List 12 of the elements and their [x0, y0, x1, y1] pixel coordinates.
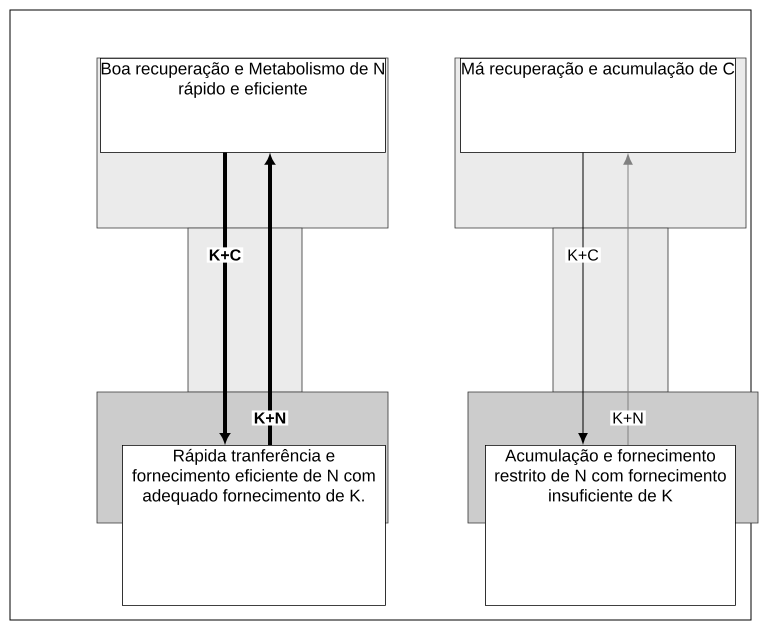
edge-label: K+N [252, 410, 288, 426]
arrow [623, 154, 633, 446]
edge-label: K+N [610, 410, 646, 426]
arrow [220, 152, 230, 442]
text-box: Boa recuperação e Metabolismo de N rápido e eficiente [100, 58, 386, 153]
text-box: Má recuperação e acumulação de C [460, 58, 736, 153]
text-box: Acumulação e fornecimento restrito de N com fornecimento insuficiente de K [485, 445, 736, 606]
edge-label: K+C [565, 247, 601, 263]
text-box: Rápida tranferência e fornecimento eficiente de N com adequado fornecimento de K. [122, 445, 386, 606]
edge-label: K+C [206, 247, 244, 263]
arrow [265, 155, 275, 445]
arrow [578, 152, 588, 444]
